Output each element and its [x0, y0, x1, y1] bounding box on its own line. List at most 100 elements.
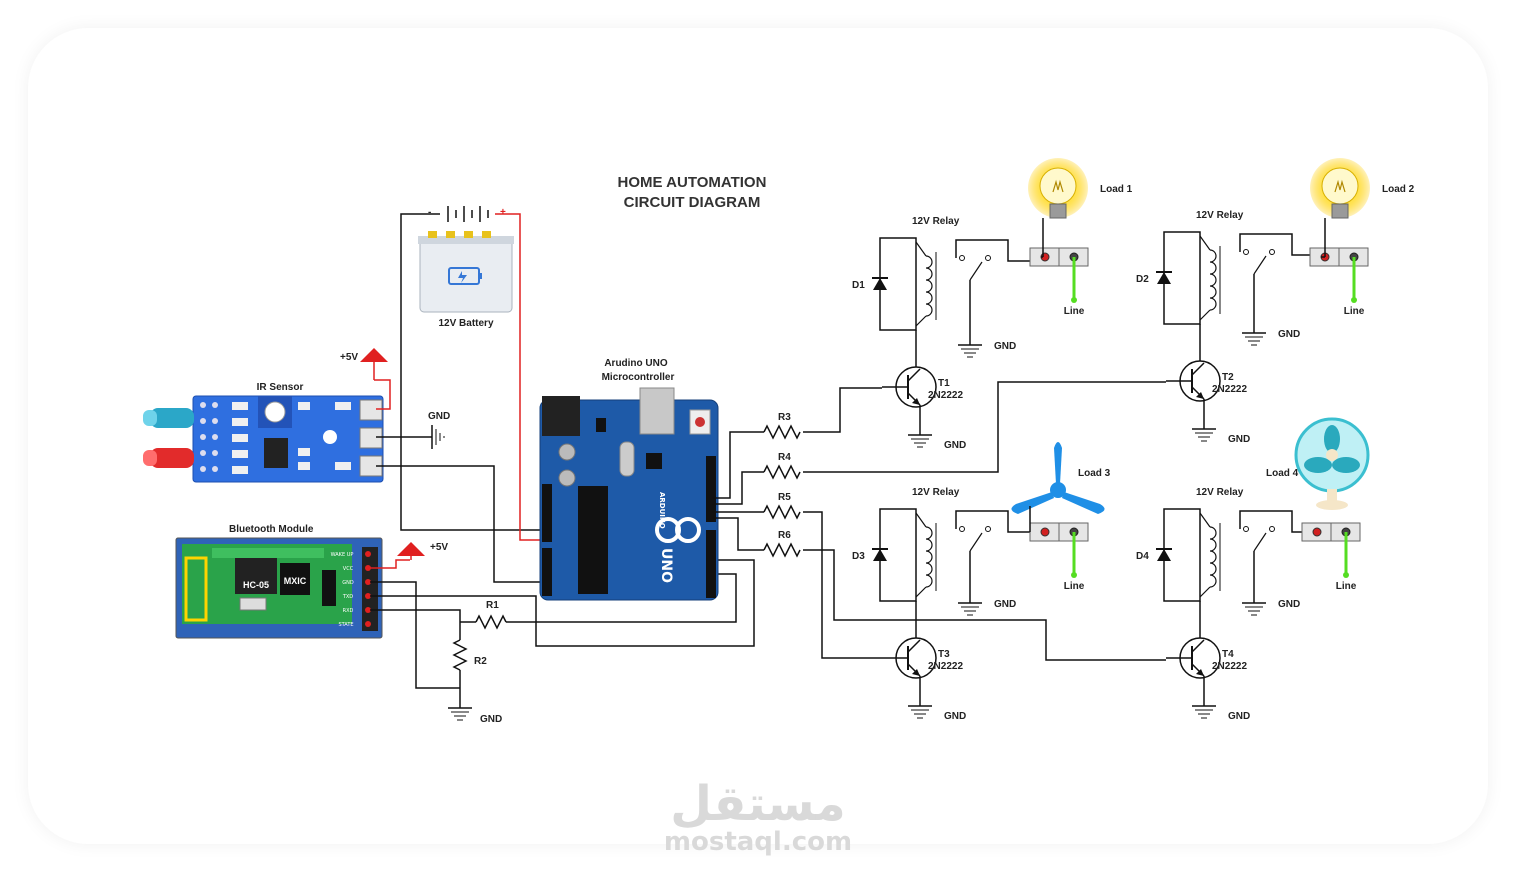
transistor-ground-4 — [1192, 705, 1216, 719]
title-line-2: CIRCUIT DIAGRAM — [624, 194, 761, 211]
bt-pin-rxd: RXD — [343, 608, 354, 614]
load-label-1: Load 1 — [1100, 184, 1133, 195]
battery-plus: + — [500, 207, 506, 218]
relay-switch — [1253, 532, 1267, 552]
transistor-ground-2 — [1192, 428, 1216, 442]
ir-sensor: IR Sensor — [143, 382, 384, 483]
r5-label: R5 — [778, 492, 791, 503]
battery-negative-wire — [400, 213, 545, 531]
terminal-block-2 — [1309, 247, 1369, 267]
load-icon-3 — [1011, 442, 1105, 532]
resistor-r2 — [452, 639, 468, 671]
load-icon-2 — [1310, 158, 1370, 258]
transistor-model-3: 2N2222 — [928, 661, 963, 672]
diode-2 — [1157, 272, 1171, 284]
diode-label-3: D3 — [852, 551, 865, 562]
terminal-block-3 — [1029, 522, 1089, 542]
diode-label-1: D1 — [852, 280, 865, 291]
relay-coil — [1209, 526, 1217, 588]
transistor-model-1: 2N2222 — [928, 390, 963, 401]
battery-positive-wire — [495, 213, 545, 541]
relay-switch — [1253, 255, 1267, 275]
r2-gnd-label: GND — [480, 714, 502, 725]
bt-pin-state: STATE — [338, 622, 353, 628]
diode-3 — [873, 549, 887, 561]
ir-gnd-label: GND — [428, 411, 450, 422]
bt-ground-symbol — [448, 707, 472, 721]
relay-coil — [925, 526, 933, 588]
relay-switch — [969, 261, 983, 281]
watermark-arabic: مستقل — [670, 776, 846, 832]
bt-pin-vcc: VCC — [343, 566, 354, 572]
resistor-r5 — [763, 504, 801, 520]
r3-label: R3 — [778, 412, 791, 423]
transistor-gnd-label-4: GND — [1228, 711, 1250, 722]
load-icon-1 — [1028, 158, 1088, 258]
line-label-2: Line — [1344, 306, 1365, 317]
vcc-arrow-bt — [397, 542, 425, 556]
transistor-model-2: 2N2222 — [1212, 384, 1247, 395]
bt-pin-txd: TXD — [342, 594, 353, 600]
load-label-4: Load 4 — [1266, 468, 1299, 479]
bt-pin-gnd: GND — [342, 580, 354, 586]
load-label-3: Load 3 — [1078, 468, 1111, 479]
arduino-board: ARDUINO UNO Arudino UNO Microcontroller — [539, 358, 719, 601]
diode-4 — [1157, 549, 1171, 561]
arduino-model: UNO — [658, 548, 674, 583]
relay-coil — [925, 255, 933, 317]
vcc-arrow-ir — [360, 348, 388, 362]
bluetooth-brand-label: MXIC — [284, 576, 307, 586]
transistor-gnd-label-1: GND — [944, 440, 966, 451]
arduino-label-2: Microcontroller — [602, 372, 675, 383]
resistor-r4 — [763, 464, 801, 480]
r1-label: R1 — [486, 600, 499, 611]
transistor-label-3: T3 — [938, 649, 950, 660]
relay-gnd-label-4: GND — [1278, 599, 1300, 610]
ir-sensor-label: IR Sensor — [257, 382, 304, 393]
bluetooth-module: Bluetooth Module HC-05 MXIC WAKE UP VCC … — [175, 524, 383, 639]
r4-label: R4 — [778, 452, 791, 463]
relay-switch — [969, 532, 983, 552]
load-label-2: Load 2 — [1382, 184, 1415, 195]
ir-ground-symbol — [431, 425, 445, 449]
relay-label-2: 12V Relay — [1196, 210, 1244, 221]
arduino-label-1: Arudino UNO — [604, 358, 668, 369]
resistor-r6 — [763, 542, 801, 558]
diode-label-4: D4 — [1136, 551, 1149, 562]
relay-label-3: 12V Relay — [912, 487, 960, 498]
ir-vcc-label: +5V — [340, 352, 358, 363]
relay-label-1: 12V Relay — [912, 216, 960, 227]
line-label-3: Line — [1064, 581, 1085, 592]
relay-gnd-label-1: GND — [994, 341, 1016, 352]
r2-label: R2 — [474, 656, 487, 667]
driver-stage-2 — [1156, 158, 1370, 429]
title-line-1: HOME AUTOMATION — [618, 174, 767, 191]
line-label-4: Line — [1336, 581, 1357, 592]
bluetooth-chip-label: HC-05 — [243, 580, 269, 590]
driver-stage-4 — [1156, 417, 1370, 706]
relay-ground-4 — [1242, 602, 1266, 616]
battery-minus: - — [428, 207, 431, 218]
bt-vcc-label: +5V — [430, 542, 448, 553]
transistor-model-4: 2N2222 — [1212, 661, 1247, 672]
terminal-block-1 — [1029, 247, 1089, 267]
bt-pin-wakeup: WAKE UP — [331, 552, 354, 558]
watermark-latin: mostaql.com — [664, 827, 852, 857]
transistor-gnd-label-2: GND — [1228, 434, 1250, 445]
terminal-block-4 — [1301, 522, 1361, 542]
transistor-label-1: T1 — [938, 378, 950, 389]
relay-gnd-label-3: GND — [994, 599, 1016, 610]
load-icon-4 — [1294, 417, 1370, 510]
transistor-ground-3 — [908, 705, 932, 719]
battery: - + 12V Battery — [418, 206, 514, 329]
transistor-ground-1 — [908, 434, 932, 448]
line-label-1: Line — [1064, 306, 1085, 317]
resistor-r1 — [475, 614, 507, 630]
arduino-brand: ARDUINO — [658, 492, 666, 529]
relay-coil — [1209, 249, 1217, 311]
diode-label-2: D2 — [1136, 274, 1149, 285]
relay-ground-1 — [958, 344, 982, 358]
r6-label: R6 — [778, 530, 791, 541]
transistor-label-4: T4 — [1222, 649, 1234, 660]
